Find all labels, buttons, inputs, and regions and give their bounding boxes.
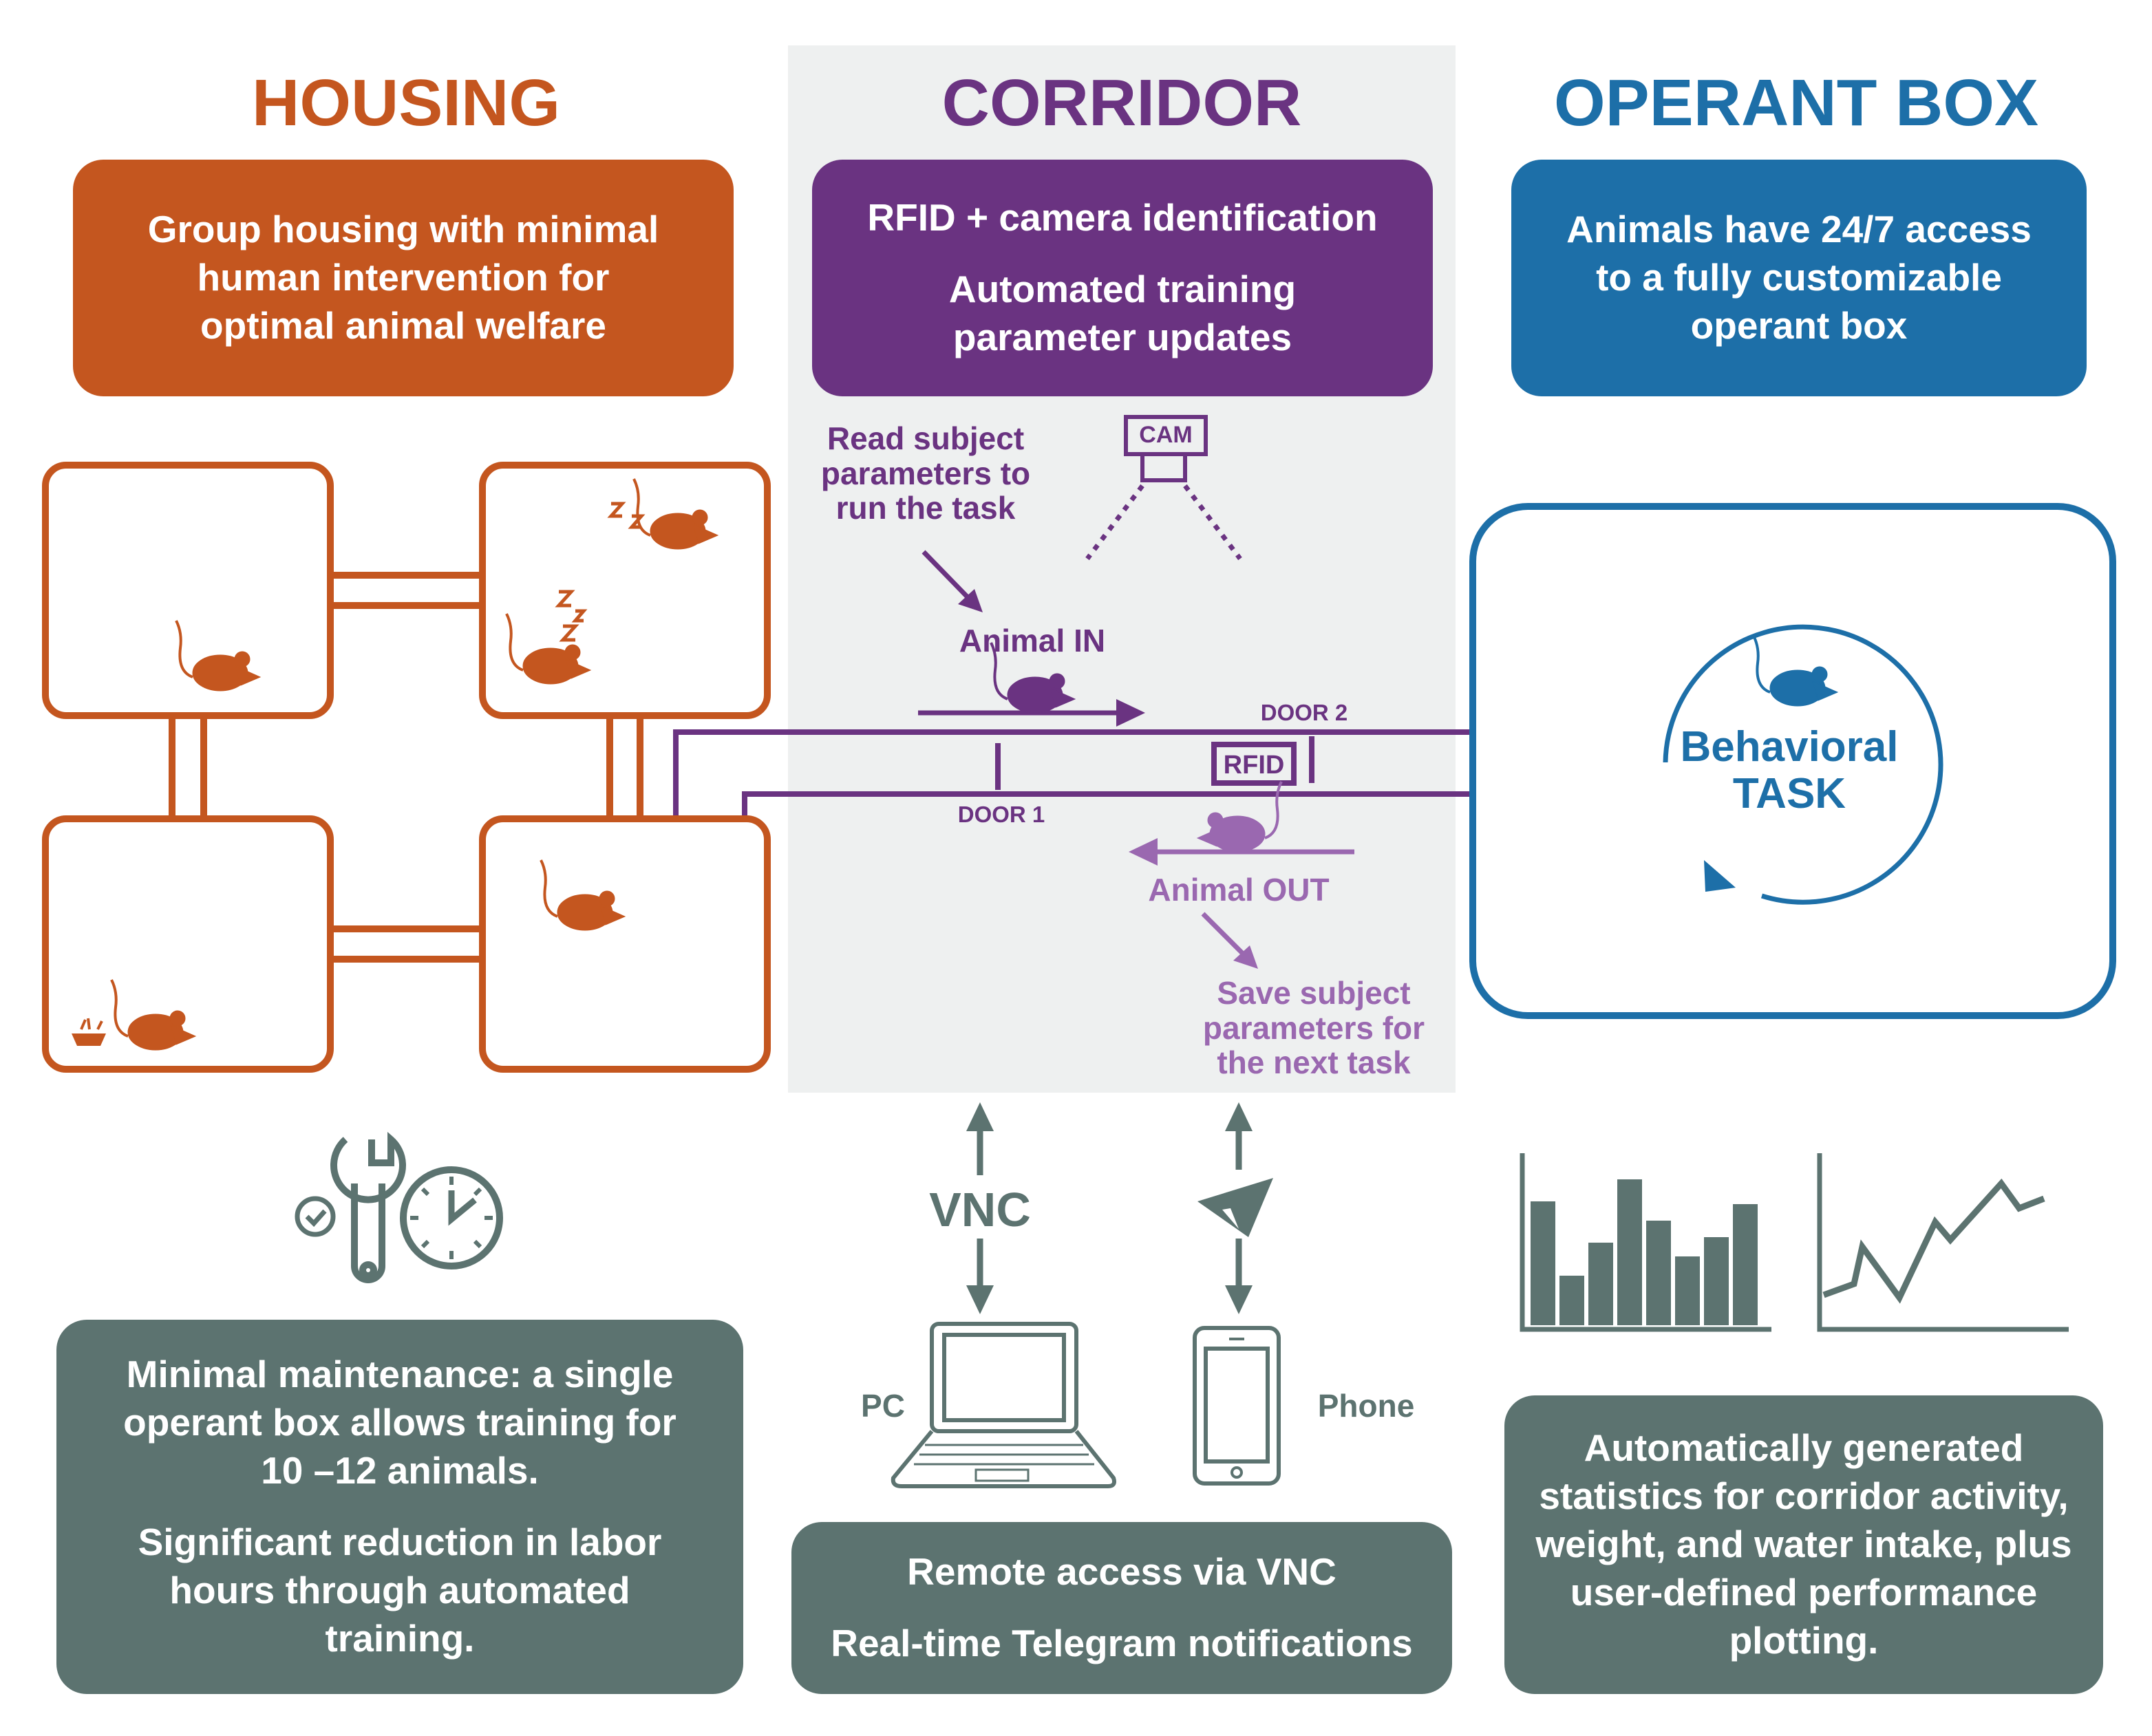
laptop-icon <box>891 1322 1116 1488</box>
maintenance-line-1: Minimal maintenance: a single operant bo… <box>123 1353 677 1492</box>
operant-description: Animals have 24/7 access to a fully cust… <box>1566 208 2032 347</box>
camera-label: CAM <box>1139 422 1193 448</box>
remote-access-box: Remote access via VNC Real-time Telegram… <box>791 1522 1452 1694</box>
remote-access-line: Remote access via VNC <box>907 1550 1336 1594</box>
line-chart-icon <box>1817 1153 2069 1332</box>
corridor-line-rfid-camera: RFID + camera identification <box>867 196 1378 239</box>
mouse-icon <box>540 859 626 932</box>
vnc-label: VNC <box>929 1183 1031 1236</box>
corridor-line-automated-updates: Automated training parameter updates <box>948 268 1297 358</box>
bar-chart-icon <box>1520 1153 1771 1332</box>
housing-description: Group housing with minimal human interve… <box>147 208 659 347</box>
food-icon <box>72 1018 106 1046</box>
save-parameters-label: Save subject parameters for the next tas… <box>1202 975 1425 1081</box>
task-label: TASK <box>1732 770 1846 818</box>
mouse-icon <box>110 978 197 1051</box>
corridor-description-box: RFID + camera identification Automated t… <box>812 160 1433 396</box>
operant-description-box: Animals have 24/7 access to a fully cust… <box>1511 160 2087 396</box>
mouse-icon <box>1752 634 1839 707</box>
read-parameters-label: Read subject parameters to run the task <box>820 420 1031 526</box>
housing-cage-top-left <box>42 462 334 719</box>
housing-description-box: Group housing with minimal human interve… <box>73 160 734 396</box>
telegram-icon <box>1197 1178 1273 1237</box>
housing-cage-top-right <box>479 462 771 719</box>
behavioral-task-label: Behavioral TASK <box>1659 723 1920 818</box>
mouse-icon <box>505 612 592 685</box>
maintenance-box: Minimal maintenance: a single operant bo… <box>56 1320 743 1694</box>
camera-icon <box>1085 415 1242 561</box>
wrench-icon <box>330 1131 406 1283</box>
behavioral-label: Behavioral <box>1680 723 1899 771</box>
operant-box-heading: OPERANT BOX <box>1553 66 2039 140</box>
phone-label: Phone <box>1317 1388 1415 1424</box>
phone-icon <box>1193 1326 1281 1486</box>
door-1-label: DOOR 1 <box>957 802 1045 827</box>
statistics-box: Automatically generated statistics for c… <box>1504 1395 2103 1694</box>
telegram-notifications-line: Real-time Telegram notifications <box>831 1622 1413 1664</box>
housing-cage-bottom-right <box>479 815 771 1073</box>
statistics-description: Automatically generated statistics for c… <box>1535 1426 2072 1662</box>
animal-out-label: Animal OUT <box>1148 872 1330 908</box>
housing-cage-bottom-left <box>42 815 334 1073</box>
corridor-heading: CORRIDOR <box>941 66 1302 140</box>
maintenance-line-2: Significant reduction in labor hours thr… <box>138 1521 662 1660</box>
housing-heading: HOUSING <box>251 66 561 140</box>
rfid-label: RFID <box>1223 751 1285 780</box>
door-2-label: DOOR 2 <box>1260 700 1348 725</box>
pc-label: PC <box>861 1388 905 1424</box>
mouse-icon <box>632 478 719 550</box>
check-icon <box>295 1196 336 1237</box>
mouse-icon <box>175 619 262 692</box>
rfid-reader <box>1211 742 1297 786</box>
animal-in-label: Animal IN <box>959 623 1106 658</box>
sleep-z-icon <box>555 502 646 642</box>
operant-box-outline <box>1469 503 2116 1019</box>
clock-icon <box>400 1166 503 1269</box>
